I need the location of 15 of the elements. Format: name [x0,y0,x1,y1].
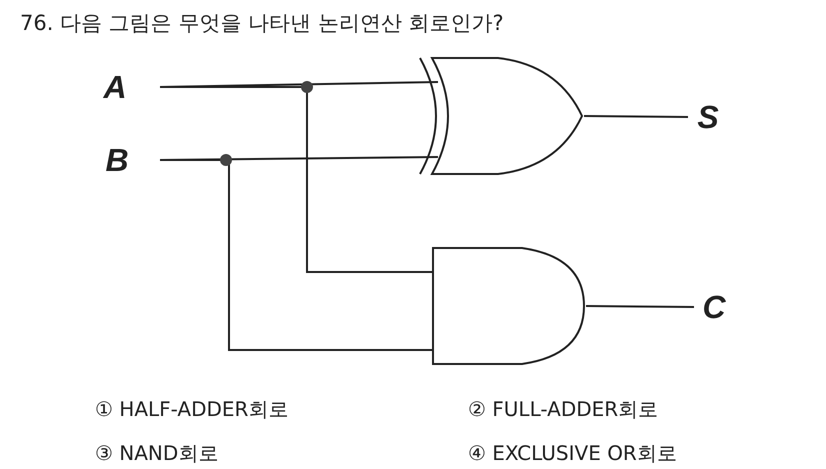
wire [160,86,432,273]
signal-label: C [698,287,730,327]
wire [586,305,694,308]
answer-option: ④ EXCLUSIVE OR회로 [468,438,677,468]
xor-gate [418,57,584,175]
signal-label: A [95,67,135,107]
answer-option: ① HALF-ADDER회로 [95,394,468,424]
wire [584,115,688,118]
answer-option: ③ NAND회로 [95,438,468,468]
signal-label: S [692,97,724,137]
question-text: 76. 다음 그림은 무엇을 나타낸 논리연산 회로인가? [20,10,504,37]
wire [160,159,432,351]
and-gate [432,247,586,365]
signal-label: B [97,140,137,180]
answer-option: ② FULL-ADDER회로 [468,394,677,424]
